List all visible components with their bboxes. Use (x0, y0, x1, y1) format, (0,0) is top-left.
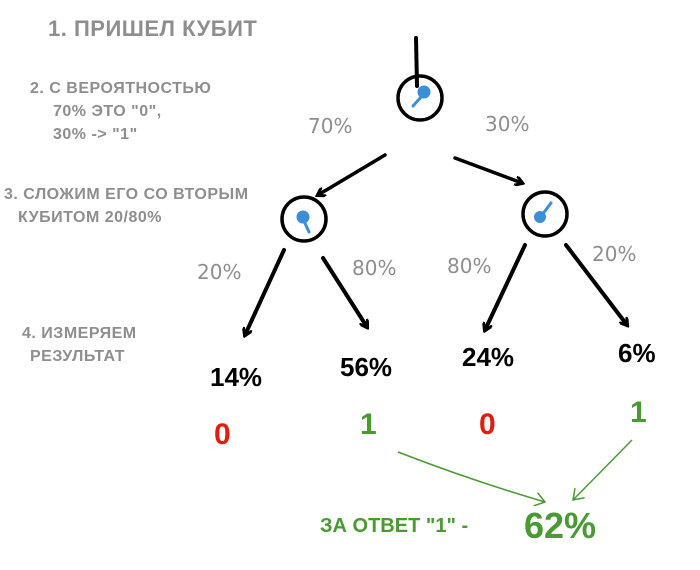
qubit-node-root (396, 74, 444, 122)
prob-root-right: 30% (485, 112, 530, 136)
input-line (414, 36, 419, 88)
answer-label: ЗА ОТВЕТ "1" - (320, 515, 469, 537)
bit-0-left: 0 (214, 418, 231, 451)
qubit-node-left (280, 195, 328, 243)
arrow-root-left (318, 153, 387, 195)
arrow-left-right (321, 256, 367, 327)
bit-0-right: 0 (479, 408, 496, 441)
prob-left-right: 80% (352, 256, 397, 280)
step-1-text: 1. ПРИШЕЛ КУБИТ (48, 16, 258, 41)
arrow-right-right (564, 243, 627, 325)
prob-right-left: 80% (447, 254, 492, 278)
arrow-root-right (453, 156, 522, 183)
step-4-line-1: 4. ИЗМЕРЯЕМ (22, 325, 137, 342)
step-3-line-2: КУБИТОМ 20/80% (18, 209, 162, 226)
result-01: 56% (340, 352, 393, 382)
prob-right-right: 20% (592, 242, 637, 266)
result-10: 24% (462, 342, 515, 372)
bit-1-left: 1 (360, 408, 377, 441)
bit-1-right: 1 (630, 396, 647, 429)
answer-value: 62% (524, 505, 597, 546)
result-11: 6% (618, 338, 656, 368)
green-arrow-right (573, 439, 633, 500)
prob-left-left: 20% (197, 260, 242, 284)
result-00: 14% (210, 362, 263, 392)
step-2-line-2: 70% ЭТО "0", (53, 103, 162, 120)
green-arrow-left (397, 451, 545, 502)
qubit-state-icon (417, 85, 431, 99)
arrow-right-left (485, 243, 527, 330)
step-3-line-1: 3. СЛОЖИМ ЕГО СО ВТОРЫМ (4, 186, 249, 203)
step-4-line-2: РЕЗУЛЬТАТ (30, 348, 126, 365)
qubit-state-icon (296, 210, 310, 224)
step-2-line-1: 2. С ВЕРОЯТНОСТЬЮ (30, 80, 212, 97)
qubit-node-right (521, 190, 569, 238)
arrow-left-left (245, 248, 286, 335)
step-2-line-3: 30% -> "1" (53, 126, 138, 143)
prob-root-left: 70% (308, 114, 353, 138)
